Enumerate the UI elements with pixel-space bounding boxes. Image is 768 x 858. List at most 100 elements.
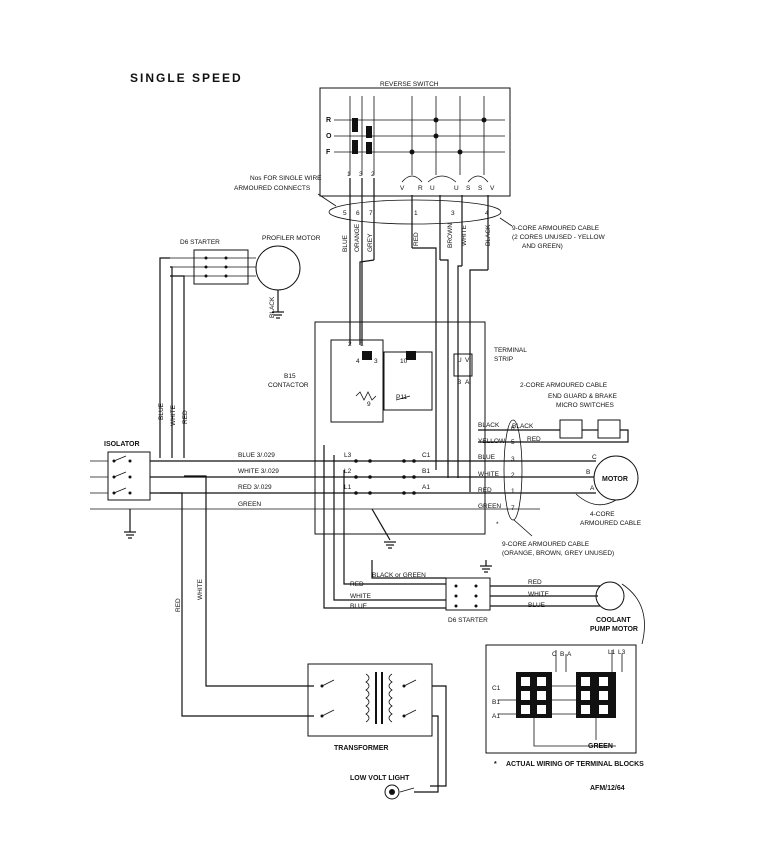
cable-9core-label-3: AND GREEN)	[522, 243, 563, 250]
profiler-motor-label: PROFILER MOTOR	[262, 235, 321, 242]
terminal-strip-label-2: STRIP	[494, 356, 513, 363]
switch-row-r: R	[326, 117, 331, 124]
cable-4core-label-2: ARMOURED CABLE	[580, 520, 642, 527]
lower-blue-label: BLUE	[350, 603, 368, 610]
coolant-earth-icon	[480, 560, 492, 573]
svg-text:A: A	[590, 485, 595, 492]
micro-black-label: BLACK	[512, 423, 534, 430]
cable-9core-label-2: (2 CORES UNUSED - YELLOW	[512, 234, 606, 241]
lamp-switch	[399, 787, 415, 793]
switch-rows	[334, 96, 505, 175]
svg-text:BLUE: BLUE	[158, 402, 165, 420]
coolant-pump-motor	[595, 581, 625, 611]
svg-text:V: V	[400, 185, 405, 192]
svg-text:BLACK: BLACK	[478, 422, 500, 429]
svg-text:C: C	[592, 454, 597, 461]
low-volt-light-label: LOW VOLT LIGHT	[350, 775, 410, 782]
svg-text:1: 1	[414, 210, 418, 217]
switch-term-2: 2	[371, 171, 375, 178]
term-c1: C1	[422, 452, 431, 459]
isolator-earth-icon	[124, 531, 136, 539]
contactor-label-1: B15	[284, 373, 296, 380]
svg-text:7: 7	[511, 505, 515, 512]
svg-text:BLACK: BLACK	[485, 224, 492, 246]
contactor-coil	[362, 351, 372, 360]
micro-switch-1	[559, 419, 583, 439]
profiler-motor	[255, 245, 301, 291]
svg-text:WHITE: WHITE	[528, 591, 550, 598]
coolant-feed-wires	[490, 585, 600, 607]
isolator-label: ISOLATOR	[104, 441, 140, 448]
svg-text:ORANGE: ORANGE	[354, 223, 361, 252]
svg-text:GREEN: GREEN	[478, 503, 501, 510]
svg-text:RED: RED	[182, 410, 189, 424]
micro-red-label: RED	[527, 436, 541, 443]
motor-feed-wires	[515, 460, 596, 494]
term-l3: L3	[344, 452, 352, 459]
profiler-feed-labels: BLUE WHITE RED	[158, 402, 189, 426]
aux-contact	[406, 351, 416, 360]
transformer-red-label: RED	[175, 598, 182, 612]
supply-white-label: WHITE 3/.029	[238, 468, 279, 475]
d6-starter-bottom-label: D6 STARTER	[448, 617, 488, 624]
switch-row-f: F	[326, 149, 331, 156]
term-l1: L1	[344, 484, 352, 491]
d6-starter-top-label: D6 STARTER	[180, 239, 220, 246]
svg-text:3: 3	[511, 456, 515, 463]
main-motor-label: MOTOR	[602, 476, 628, 483]
svg-text:4: 4	[485, 210, 489, 217]
supply-red-label: RED 3/.029	[238, 484, 272, 491]
svg-text:1: 1	[511, 488, 515, 495]
armoured-note-line2: ARMOURED CONNECTS	[234, 185, 311, 192]
lamp-wires	[414, 685, 447, 793]
svg-text:5: 5	[343, 210, 347, 217]
cable-9core-b-label-1: 9-CORE ARMOURED CABLE	[502, 541, 590, 548]
svg-text:9: 9	[367, 401, 371, 408]
supply-blue-label: BLUE 3/.029	[238, 452, 275, 459]
svg-text:RED: RED	[413, 232, 420, 246]
cable-9core-leader	[499, 217, 513, 227]
d6-starter-top-contacts	[170, 256, 256, 278]
switch-down-wires	[349, 178, 489, 492]
svg-text:BLUE: BLUE	[528, 602, 546, 609]
svg-text:B: B	[457, 379, 461, 386]
svg-text:B: B	[560, 651, 564, 658]
svg-text:BLUE: BLUE	[342, 234, 349, 252]
svg-text:1: 1	[360, 341, 364, 348]
main-contacts	[354, 459, 416, 495]
term-b1: B1	[422, 468, 430, 475]
svg-text:4: 4	[356, 358, 360, 365]
inset-block-right	[576, 672, 616, 718]
profiler-feed-wires	[159, 257, 185, 458]
svg-text:C1: C1	[492, 685, 501, 692]
black-or-green-label: BLACK or GREEN	[372, 572, 426, 579]
contactor-panel	[314, 321, 486, 535]
svg-text:BROWN: BROWN	[447, 223, 454, 248]
inset-caption-asterisk: *	[494, 761, 497, 768]
coolant-cable-curve	[621, 583, 645, 645]
svg-text:2: 2	[511, 472, 515, 479]
profiler-earth-label: BLACK	[269, 296, 276, 318]
terminal-strip-label-1: TERMINAL	[494, 347, 527, 354]
cable-2core-label: 2-CORE ARMOURED CABLE	[520, 382, 608, 389]
svg-text:GREEN: GREEN	[588, 743, 613, 750]
coolant-label-1: COOLANT	[596, 617, 631, 624]
svg-text:U: U	[454, 185, 459, 192]
top-wire-colour-labels: BLUE ORANGE GREY RED BROWN WHITE BLACK	[342, 223, 492, 252]
switch-bottom-terminals: V R U U S S V	[400, 175, 495, 192]
drawing-reference: AFM/12/64	[590, 785, 625, 792]
isolator-switches	[90, 455, 540, 510]
svg-text:3: 3	[374, 358, 378, 365]
d6-starter-bottom-contacts	[454, 584, 478, 608]
switch-row-o: O	[326, 133, 332, 140]
transformer-internals	[320, 672, 417, 724]
switch-term-3: 3	[359, 171, 363, 178]
svg-text:10: 10	[400, 358, 408, 365]
inset-wires	[498, 650, 623, 747]
end-guard-label-1: END GUARD & BRAKE	[548, 393, 618, 400]
green-label: GREEN	[238, 501, 261, 508]
svg-text:6: 6	[511, 425, 515, 432]
svg-text:RED: RED	[478, 487, 492, 494]
